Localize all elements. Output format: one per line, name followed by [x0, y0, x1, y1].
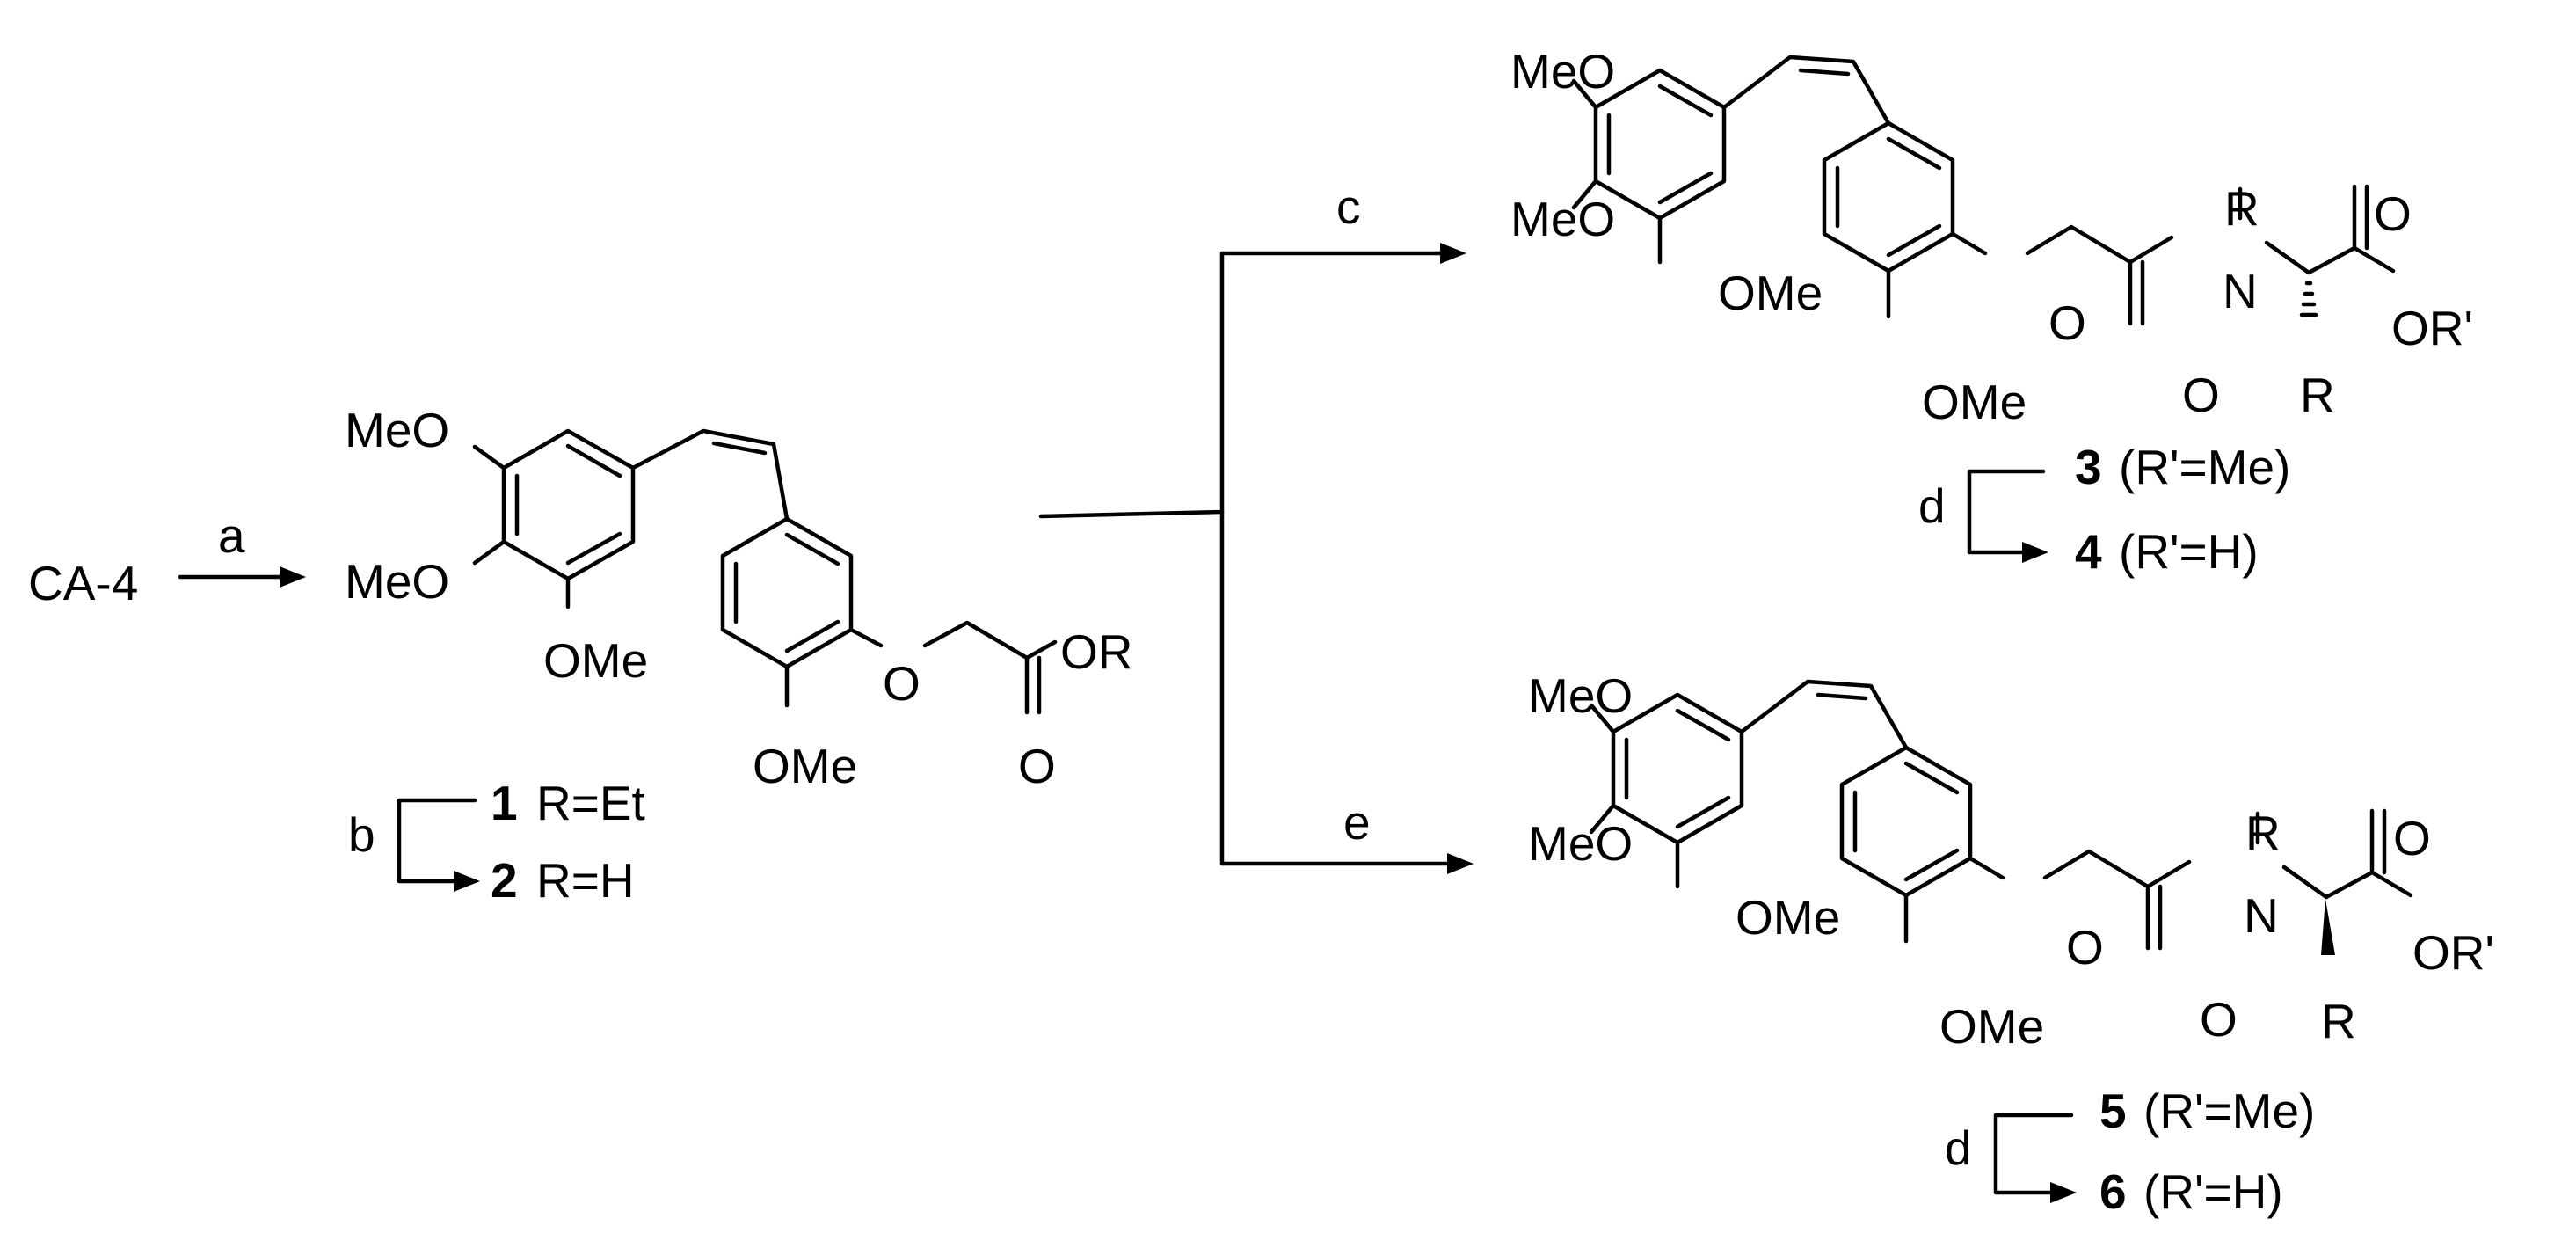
compound-3-label: (R'=Me): [2119, 440, 2290, 494]
arrow-b: [397, 798, 477, 884]
c3-meo-middle: MeO: [1510, 192, 1615, 246]
reagent-d-top: d: [1918, 478, 1946, 533]
c1-meo-middle: MeO: [345, 554, 449, 609]
arrow-d-top-head: [2022, 542, 2048, 563]
reagent-a: a: [218, 508, 245, 563]
c5-ome-ring1: OMe: [1736, 890, 1840, 945]
c1-ester-or: OR: [1060, 624, 1133, 679]
c3-n-r: R: [2224, 181, 2259, 236]
compound-5-6-structure: [1589, 679, 2413, 951]
c5-ether-o: O: [2066, 920, 2104, 974]
c5-n-r: R: [2245, 806, 2281, 860]
branch-stem: [1038, 509, 1225, 519]
compound-3-number: 3: [2075, 440, 2102, 494]
reagent-e: e: [1343, 795, 1371, 850]
compound-1-number: 1: [491, 776, 518, 830]
arrow-d-bottom-head: [2050, 1182, 2077, 1203]
c3-alpha-r: R: [2300, 368, 2335, 422]
c5-alpha-r: R: [2321, 994, 2356, 1048]
compound-2-number: 2: [491, 853, 518, 908]
c1-carbonyl-o: O: [1018, 739, 1056, 793]
c3-amide-o: O: [2182, 368, 2220, 422]
c3-nitrogen: N: [2223, 264, 2258, 318]
c5-meo-middle: MeO: [1528, 816, 1633, 871]
arrow-b-head: [454, 871, 480, 892]
start-material-label: CA-4: [28, 556, 138, 610]
arrow-a-head: [280, 566, 306, 588]
c1-meo-top: MeO: [345, 403, 449, 457]
c5-ester-o: O: [2393, 811, 2431, 865]
c5-nitrogen: N: [2244, 888, 2279, 943]
c5-wedge-bond: [2321, 899, 2335, 955]
compound-5-label: (R'=Me): [2143, 1084, 2315, 1138]
c3-ome-ring2: OMe: [1922, 375, 2027, 429]
c5-ome-ring2: OMe: [1939, 999, 2044, 1054]
reagent-b: b: [348, 807, 375, 862]
compound-1-label: R=Et: [536, 776, 645, 830]
compound-3-4-structure: [1571, 55, 2396, 326]
arrow-d-top: [1967, 469, 2046, 555]
c5-amide-o: O: [2200, 992, 2238, 1047]
reagent-d-bottom: d: [1945, 1120, 1972, 1175]
c3-ether-o: O: [2048, 296, 2086, 350]
c3-ester-o: O: [2374, 186, 2412, 241]
c1-ether-o: O: [883, 656, 921, 711]
c1-ome-ring2: OMe: [753, 739, 857, 793]
compound-5-number: 5: [2099, 1084, 2127, 1138]
arrow-c-head: [1440, 243, 1466, 264]
c3-ester-or: OR': [2391, 301, 2473, 355]
arrow-d-bottom: [1993, 1113, 2074, 1195]
reagent-c: c: [1336, 179, 1361, 234]
compound-4-number: 4: [2075, 524, 2102, 579]
compound-6-label: (R'=H): [2143, 1164, 2283, 1219]
compound-2-label: R=H: [536, 853, 635, 908]
compound-1-2-structure: [472, 428, 1058, 715]
arrow-e-head: [1447, 853, 1474, 874]
c5-ester-or: OR': [2412, 925, 2494, 980]
c3-ome-ring1: OMe: [1718, 266, 1823, 320]
compound-4-label: (R'=H): [2119, 524, 2259, 579]
c3-meo-top: MeO: [1510, 44, 1615, 99]
c1-ome-ring1: OMe: [543, 633, 648, 688]
compound-6-number: 6: [2099, 1164, 2127, 1219]
c5-meo-top: MeO: [1528, 668, 1633, 723]
